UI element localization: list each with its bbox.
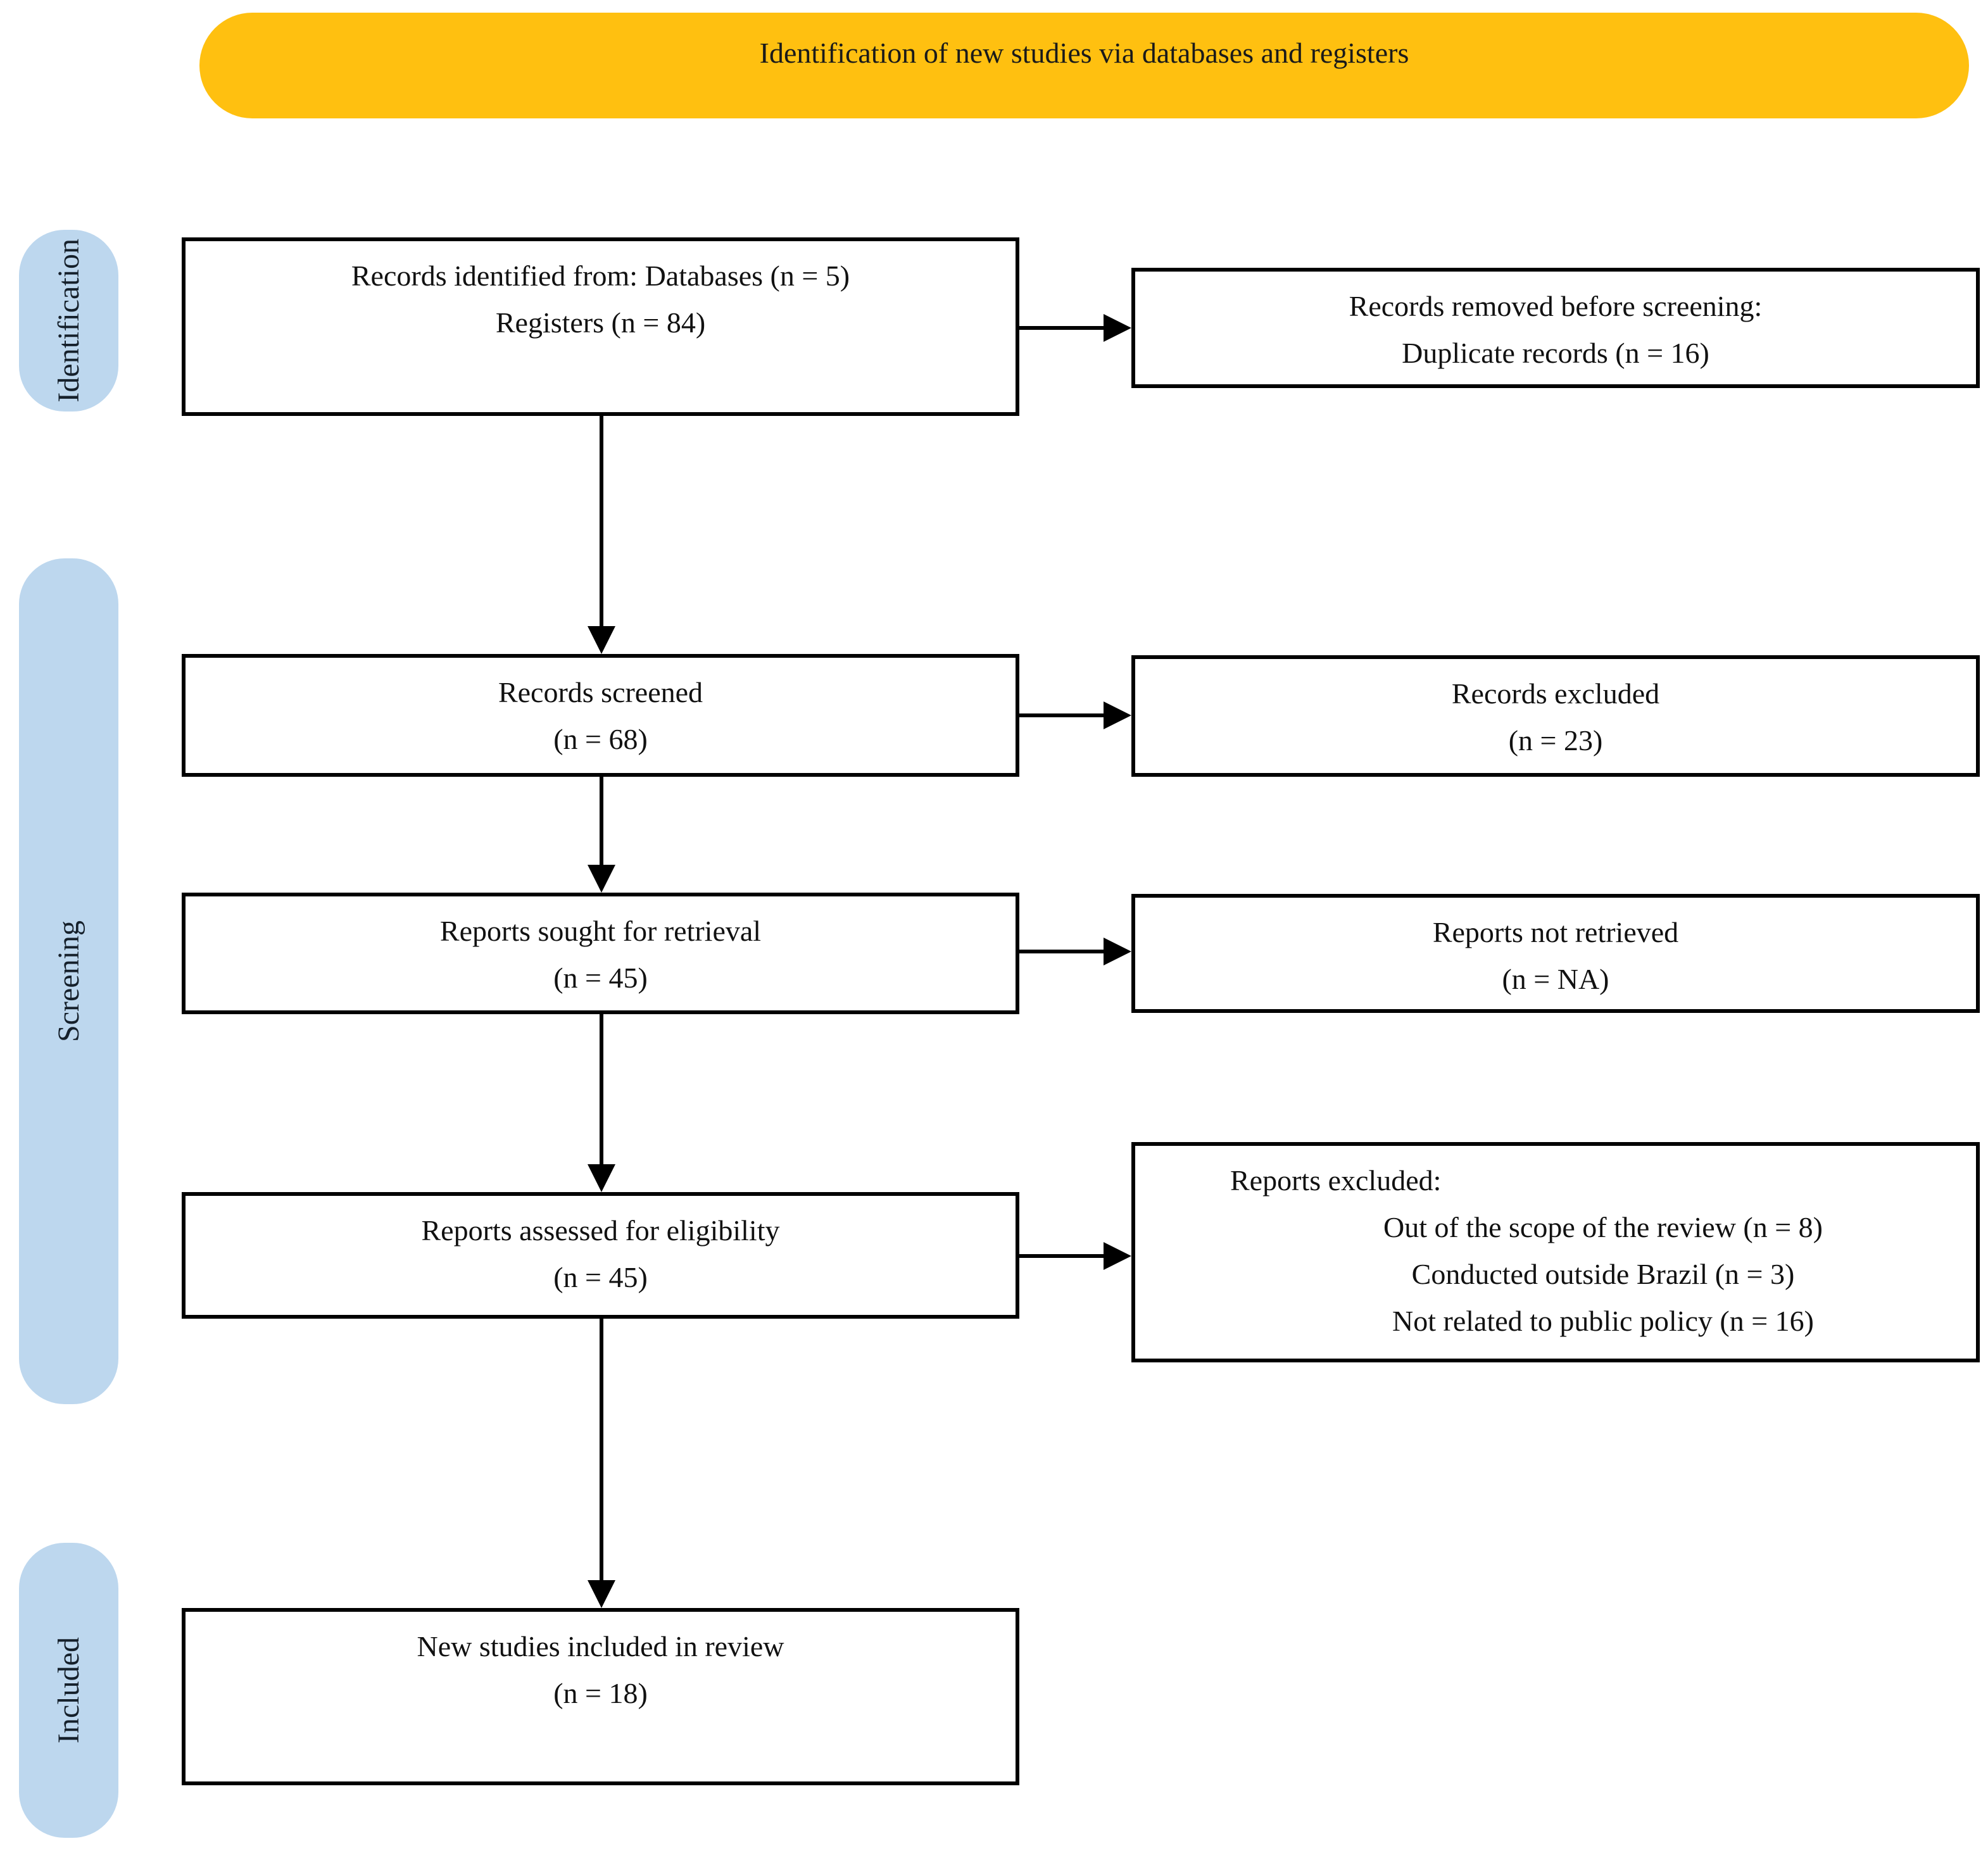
reports-not-retrieved-line-1: Reports not retrieved [1432,916,1679,948]
arrow-screened-to-excluded-line [1019,713,1106,717]
reports-excluded-reason-2: Conducted outside Brazil (n = 3) [1411,1258,1795,1290]
arrow-screened-to-excluded-head-icon [1104,701,1131,729]
arrow-screened-to-sought-line [600,777,603,865]
box-records-screened: Records screened (n = 68) [182,654,1019,777]
box-new-studies-included: New studies included in review (n = 18) [182,1608,1019,1785]
records-screened-line-2: (n = 68) [553,723,648,755]
reports-assessed-line-1: Reports assessed for eligibility [421,1214,780,1247]
records-excluded-line-2: (n = 23) [1508,724,1603,757]
arrow-sought-to-not-retrieved-line [1019,950,1106,953]
stage-label-included: Included [19,1543,118,1838]
reports-excluded-title: Reports excluded: [1230,1164,1442,1197]
stage-label-identification-text: Identification [52,239,85,403]
arrow-identified-to-removed-head-icon [1104,314,1131,342]
records-identified-line-2: Registers (n = 84) [495,306,706,339]
banner: Identification of new studies via databa… [199,13,1969,118]
reports-not-retrieved-line-2: (n = NA) [1502,963,1609,995]
new-studies-line-1: New studies included in review [417,1630,784,1662]
box-reports-not-retrieved: Reports not retrieved (n = NA) [1131,894,1980,1013]
arrow-assessed-to-excluded-line [1019,1254,1106,1258]
reports-excluded-reason-1: Out of the scope of the review (n = 8) [1383,1211,1823,1243]
arrow-identified-to-screened-head-icon [588,626,615,654]
arrow-sought-to-assessed-head-icon [588,1164,615,1192]
box-records-excluded: Records excluded (n = 23) [1131,655,1980,777]
arrow-assessed-to-included-line [600,1319,603,1580]
arrow-identified-to-screened-line [600,416,603,626]
records-excluded-line-1: Records excluded [1451,677,1660,710]
records-removed-line-1: Records removed before screening: [1349,290,1763,322]
box-records-identified: Records identified from: Databases (n = … [182,237,1019,416]
arrow-sought-to-not-retrieved-head-icon [1104,938,1131,965]
reports-assessed-line-2: (n = 45) [553,1261,648,1293]
arrow-identified-to-removed-line [1019,326,1106,330]
arrow-screened-to-sought-head-icon [588,865,615,893]
records-removed-line-2: Duplicate records (n = 16) [1402,337,1709,369]
records-identified-line-1: Records identified from: Databases (n = … [351,260,850,292]
new-studies-line-2: (n = 18) [553,1677,648,1709]
stage-label-included-text: Included [52,1637,85,1743]
stage-label-identification: Identification [19,230,118,411]
arrow-sought-to-assessed-line [600,1014,603,1164]
box-reports-assessed: Reports assessed for eligibility (n = 45… [182,1192,1019,1319]
arrow-assessed-to-included-head-icon [588,1580,615,1608]
reports-excluded-reason-3: Not related to public policy (n = 16) [1392,1305,1814,1337]
stage-label-screening: Screening [19,558,118,1404]
box-reports-sought: Reports sought for retrieval (n = 45) [182,893,1019,1014]
stage-label-screening-text: Screening [52,920,85,1042]
reports-sought-line-2: (n = 45) [553,962,648,994]
records-screened-line-1: Records screened [498,676,703,708]
reports-sought-line-1: Reports sought for retrieval [439,915,762,947]
box-records-removed: Records removed before screening: Duplic… [1131,268,1980,388]
box-reports-excluded: Reports excluded: Out of the scope of th… [1131,1142,1980,1362]
banner-title: Identification of new studies via databa… [759,37,1409,69]
arrow-assessed-to-excluded-head-icon [1104,1242,1131,1270]
